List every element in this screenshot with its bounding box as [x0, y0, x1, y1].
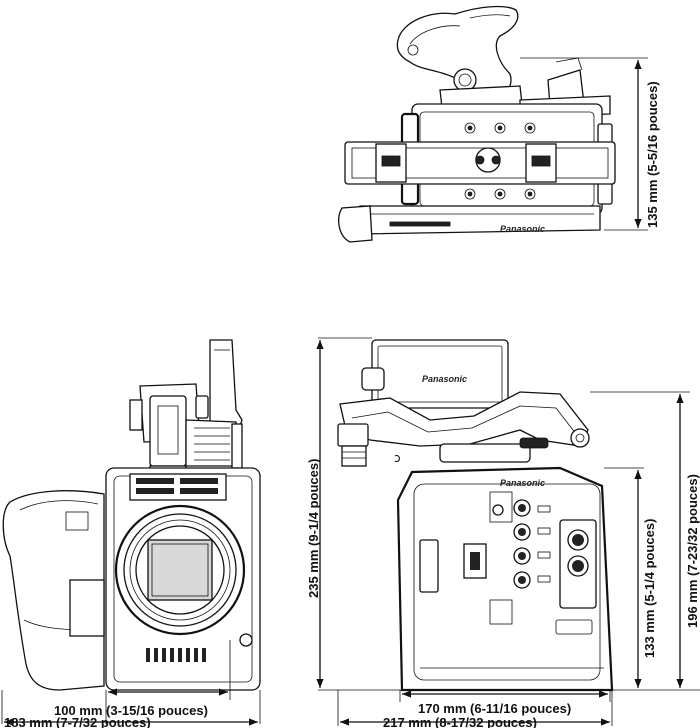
dim-side-total-height-label: 235 mm (9-1/4 pouces) — [306, 459, 321, 598]
top-view-height-dimension — [520, 57, 648, 231]
svg-text:Panasonic: Panasonic — [500, 478, 545, 488]
dim-front-lens-width-label: 100 mm (3-15/16 pouces) — [54, 703, 208, 718]
svg-text:ↄ: ↄ — [394, 451, 401, 465]
dim-top-height-label: 135 mm (5-5/16 pouces) — [645, 81, 660, 228]
dim-front-total-width-label: 183 mm (7-7/32 pouces) — [4, 715, 151, 728]
dim-side-handle-height-label: 196 mm (7-23/32 pouces) — [685, 474, 700, 628]
top-view-camera: Panasonic — [338, 5, 616, 243]
front-view-camera — [2, 339, 261, 691]
svg-text:Panasonic: Panasonic — [500, 224, 545, 234]
front-view-dimensions — [1, 640, 261, 726]
side-view-camera: Panasonic ↄ Panasonic — [337, 339, 614, 692]
dim-side-total-width-label: 217 mm (8-17/32 pouces) — [383, 715, 537, 728]
brand-logo: Panasonic — [422, 374, 467, 384]
dim-side-body-width-label: 170 mm (6-11/16 pouces) — [418, 701, 571, 716]
side-view-dimensions — [316, 337, 700, 726]
dim-side-body-height-label: 133 mm (5-1/4 pouces) — [642, 519, 657, 658]
